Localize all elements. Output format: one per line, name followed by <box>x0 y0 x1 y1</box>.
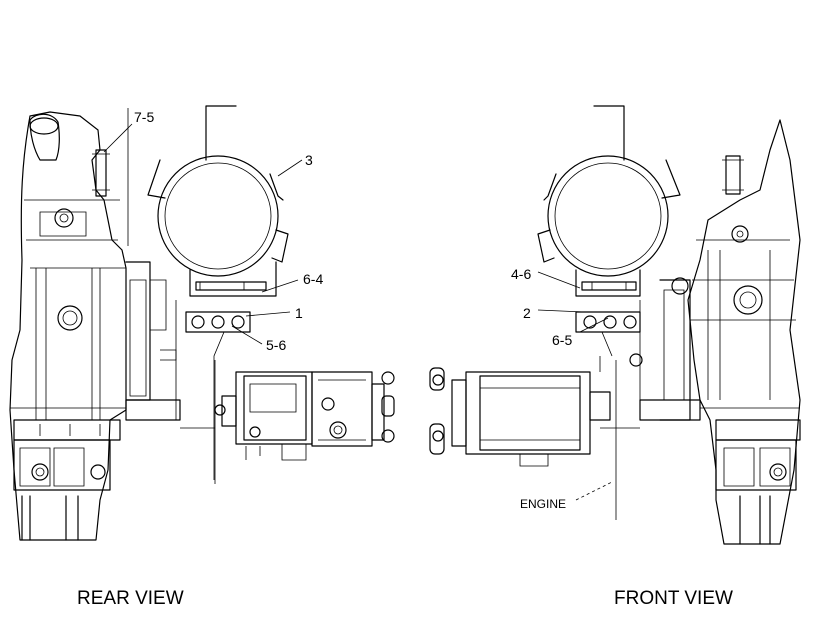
front-leader-lines <box>537 271 613 501</box>
callout-6-5: 6-5 <box>552 332 572 348</box>
rear-view-caption: REAR VIEW <box>77 588 184 609</box>
callout-3: 3 <box>305 152 313 168</box>
callout-2: 2 <box>523 305 531 321</box>
callout-4-6: 4-6 <box>511 266 531 282</box>
callout-5-6: 5-6 <box>266 337 286 353</box>
rear-view-drawing <box>9 108 216 541</box>
front-mounting-bracket <box>575 311 641 357</box>
callout-1: 1 <box>295 305 303 321</box>
rear-pump-assembly <box>214 371 395 461</box>
rear-mounting-bracket <box>185 311 251 480</box>
front-turbocharger <box>537 105 681 297</box>
callout-7-5: 7-5 <box>134 109 154 125</box>
rear-leader-lines <box>103 123 303 345</box>
front-view-drawing <box>600 119 801 545</box>
rear-turbocharger <box>147 105 289 297</box>
front-view-caption: FRONT VIEW <box>614 588 733 609</box>
engine-label: ENGINE <box>520 497 566 511</box>
callout-6-4: 6-4 <box>303 271 323 287</box>
front-pump-assembly <box>429 356 611 467</box>
